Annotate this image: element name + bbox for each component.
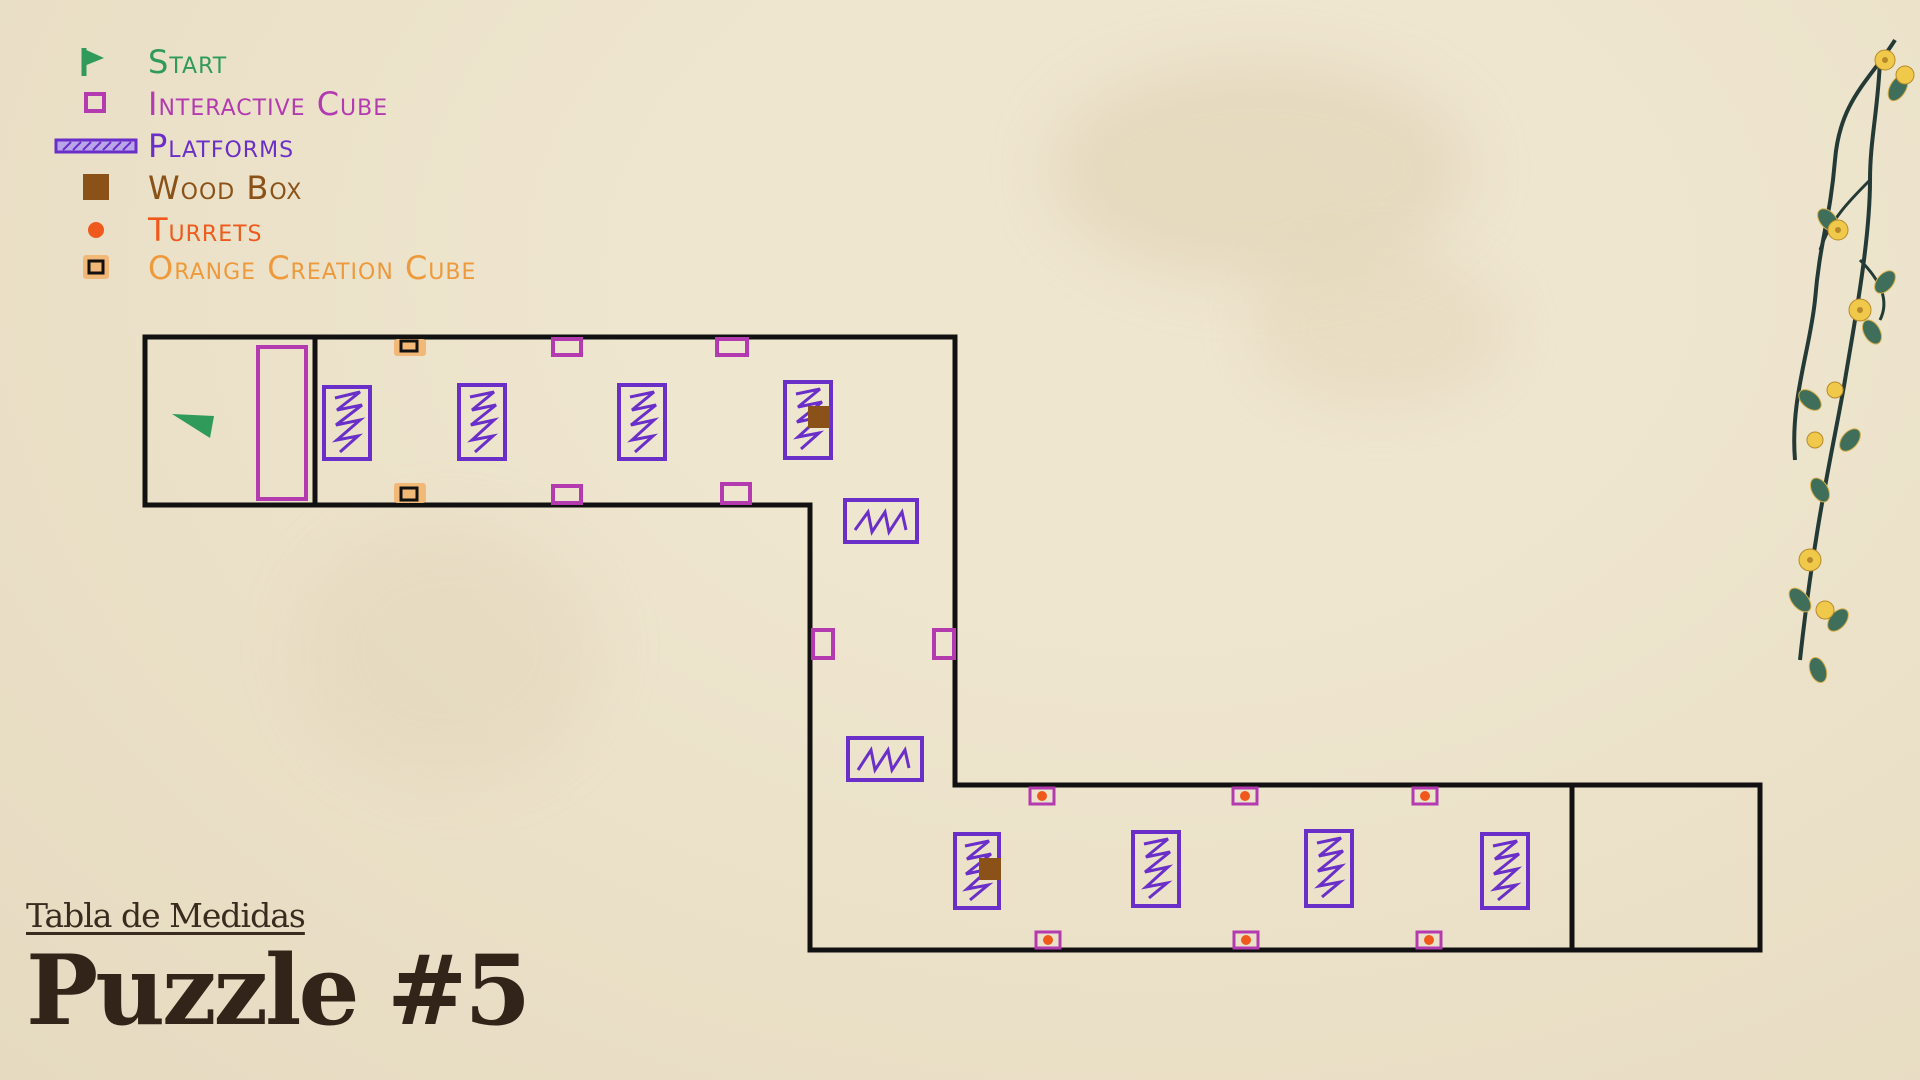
legend-item-interactive-cube: Interactive Cube [50, 84, 388, 124]
interactive-cube-icon [84, 92, 106, 113]
hanging-vine-decoration [1788, 38, 1915, 684]
start-marker [172, 414, 214, 438]
interactive-cube [932, 628, 956, 660]
legend-label-start: Start [148, 43, 228, 81]
legend-item-turrets: Turrets [50, 210, 263, 250]
platform [457, 383, 507, 461]
orange-creation-cube [394, 483, 426, 503]
wood-box [808, 406, 830, 428]
turret [1028, 786, 1056, 806]
legend-label-platforms: Platforms [148, 127, 295, 165]
legend-item-platforms: Platforms [50, 126, 294, 166]
legend-label-wood-box: Wood Box [148, 169, 303, 207]
turret [1231, 786, 1259, 806]
orange-creation-cube [394, 339, 426, 356]
page-title: Puzzle #5 [26, 934, 531, 1047]
legend-label-interactive-cube: Interactive Cube [148, 85, 389, 123]
page-subtitle: Tabla de Medidas [26, 896, 306, 935]
interactive-cube [551, 337, 583, 357]
platform [1480, 832, 1530, 910]
orange-creation-cube-icon [83, 255, 109, 279]
wood-box-icon [83, 174, 109, 200]
legend-label-turrets: Turrets [148, 211, 263, 249]
platform [1304, 829, 1354, 908]
interactive-cube [811, 628, 835, 660]
platform [846, 736, 924, 782]
legend-label-orange-creation-cube: Orange Creation Cube [148, 249, 477, 287]
legend-item-orange-creation-cube: Orange Creation Cube [50, 248, 476, 288]
turret [1415, 930, 1443, 950]
level-walls [142, 334, 1763, 953]
turret-icon [88, 222, 104, 238]
interactive-cube [720, 482, 752, 505]
wood-box [979, 858, 1001, 880]
title-block: Tabla de Medidas Puzzle #5 [26, 896, 531, 1047]
platform [617, 383, 667, 461]
start-platform [256, 345, 308, 501]
turret [1034, 930, 1062, 950]
interactive-cube [551, 484, 583, 505]
platform [783, 380, 833, 460]
start-flag-icon [81, 48, 104, 76]
platform [322, 385, 372, 461]
legend-item-start: Start [50, 42, 227, 82]
platform [843, 498, 919, 544]
interactive-cube [715, 337, 749, 357]
platform [1131, 830, 1181, 908]
platform-icon [54, 138, 138, 154]
turret [1411, 786, 1439, 806]
legend-item-wood-box: Wood Box [50, 168, 302, 208]
turret [1232, 930, 1260, 950]
